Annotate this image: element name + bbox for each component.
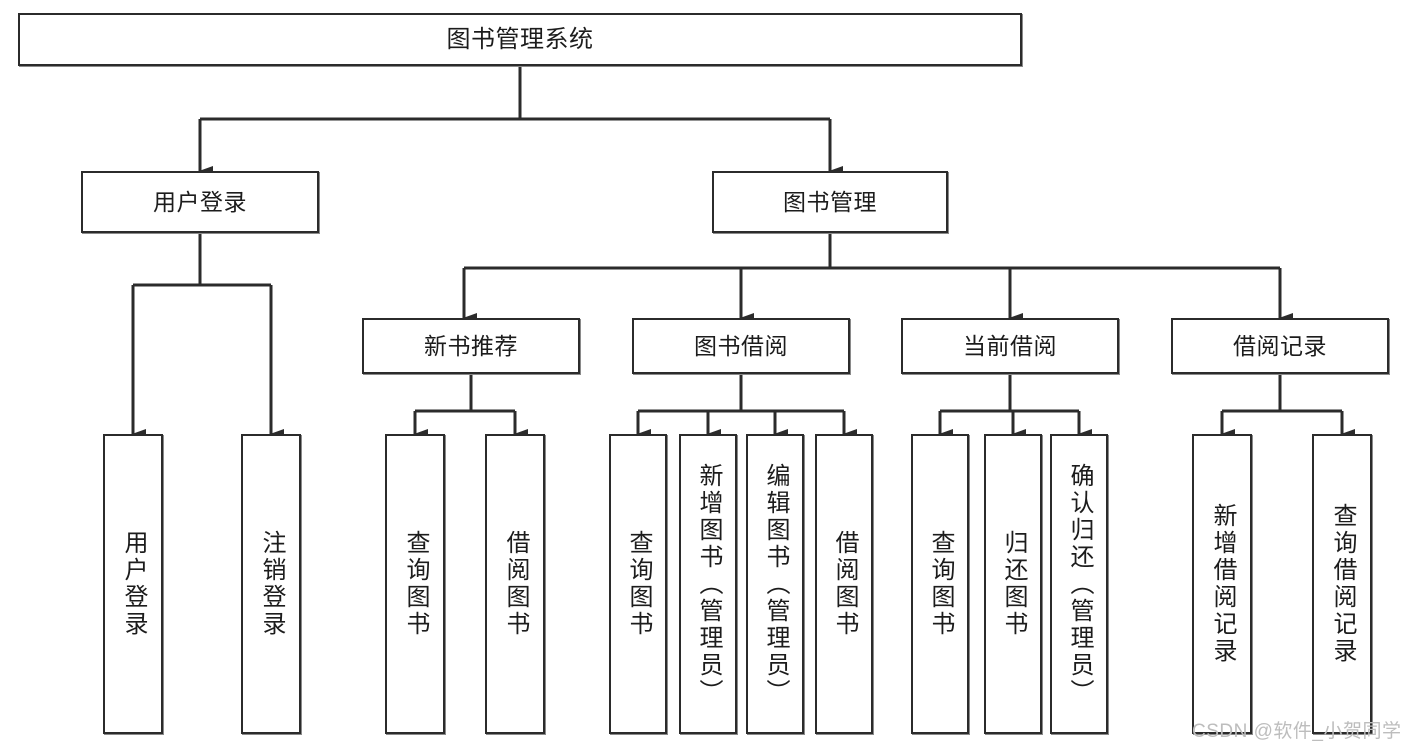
leaf-rec-query-label: 查询图书 [401,530,429,638]
leaf-bor-query[interactable]: 查询图书 [609,434,667,734]
node-current-borrow-label: 当前借阅 [963,332,1057,359]
leaf-cur-return[interactable]: 归还图书 [984,434,1042,734]
leaf-rec-query[interactable]: 查询图书 [385,434,445,734]
leaf-user-login[interactable]: 用户登录 [103,434,163,734]
node-current-borrow[interactable]: 当前借阅 [901,318,1119,374]
node-book-manage[interactable]: 图书管理 [712,171,948,233]
leaf-bor-lend[interactable]: 借阅图书 [815,434,873,734]
leaf-bor-add[interactable]: 新增图书（管理员） [679,434,737,734]
leaf-cur-query-label: 查询图书 [926,530,954,638]
leaf-bor-edit-label: 编辑图书（管理员） [761,462,789,706]
leaf-bor-add-label: 新增图书（管理员） [694,462,722,706]
leaf-rec-search-label: 查询借阅记录 [1328,503,1356,665]
node-user-login-label: 用户登录 [153,188,247,215]
leaf-rec-search[interactable]: 查询借阅记录 [1312,434,1372,734]
node-new-book-rec-label: 新书推荐 [424,332,518,359]
node-user-login[interactable]: 用户登录 [81,171,319,233]
leaf-bor-edit[interactable]: 编辑图书（管理员） [746,434,804,734]
leaf-user-logout-label: 注销登录 [257,530,285,638]
leaf-cur-return-label: 归还图书 [999,530,1027,638]
node-new-book-rec[interactable]: 新书推荐 [362,318,580,374]
leaf-cur-query[interactable]: 查询图书 [911,434,969,734]
node-root-label: 图书管理系统 [446,25,594,53]
leaf-bor-lend-label: 借阅图书 [830,530,858,638]
leaf-rec-borrow-label: 借阅图书 [501,530,529,638]
tree-connectors [131,66,1355,439]
leaf-rec-add[interactable]: 新增借阅记录 [1192,434,1252,734]
node-borrow-record[interactable]: 借阅记录 [1171,318,1389,374]
leaf-user-login-label: 用户登录 [119,530,147,638]
node-book-manage-label: 图书管理 [783,188,877,215]
leaf-rec-borrow[interactable]: 借阅图书 [485,434,545,734]
leaf-bor-query-label: 查询图书 [624,530,652,638]
leaf-user-logout[interactable]: 注销登录 [241,434,301,734]
node-book-borrow[interactable]: 图书借阅 [632,318,850,374]
node-borrow-record-label: 借阅记录 [1233,332,1327,359]
node-book-borrow-label: 图书借阅 [694,332,788,359]
leaf-rec-add-label: 新增借阅记录 [1208,503,1236,665]
leaf-cur-confirm-label: 确认归还（管理员） [1065,462,1093,706]
leaf-cur-confirm[interactable]: 确认归还（管理员） [1050,434,1108,734]
node-root[interactable]: 图书管理系统 [18,13,1022,66]
